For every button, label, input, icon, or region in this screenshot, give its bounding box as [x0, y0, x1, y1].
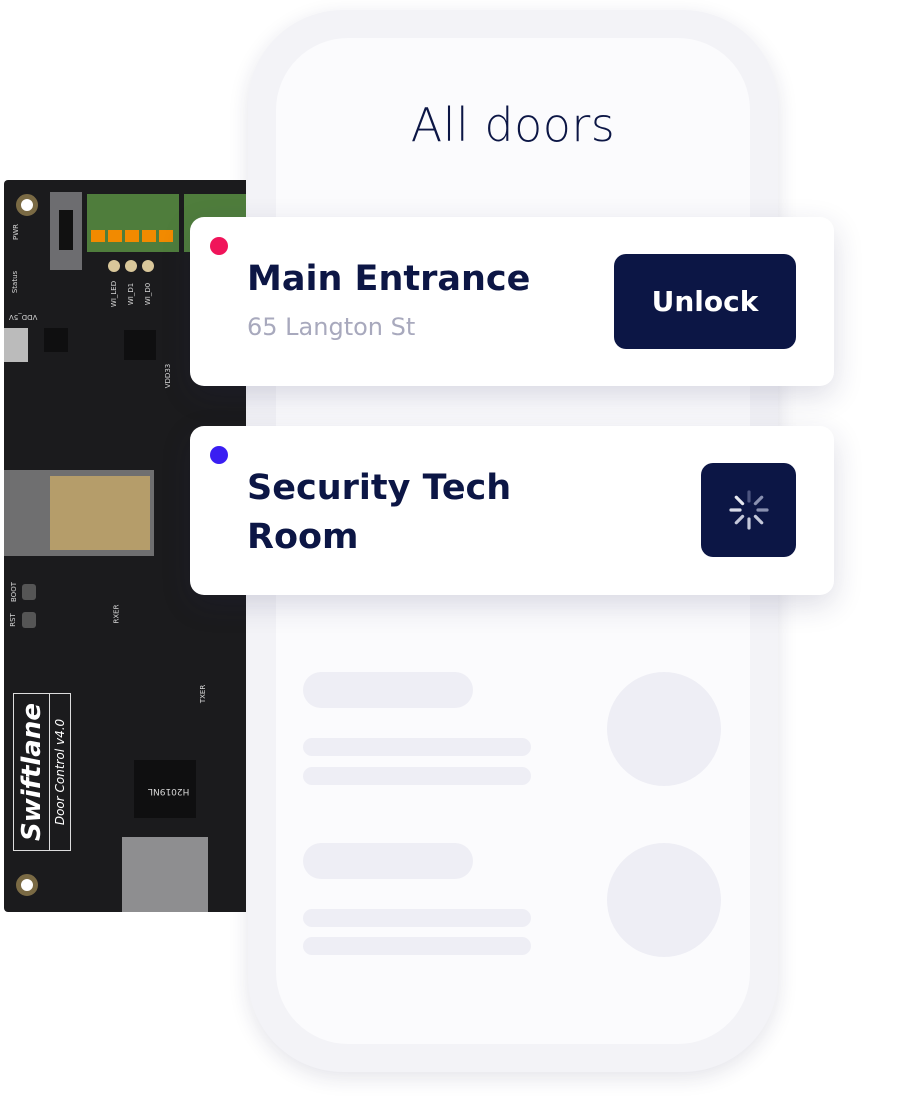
transformer-chip [134, 760, 196, 818]
chip [44, 328, 68, 352]
label-rst: RST [8, 613, 17, 627]
label-rxer: RXER [112, 604, 121, 624]
label-pwr: PWR [12, 223, 21, 241]
skeleton-line [303, 767, 531, 785]
status-dot [210, 446, 228, 464]
skeleton-title [303, 843, 473, 879]
label-txer: TXER [199, 684, 208, 704]
label-status: Status [11, 270, 20, 294]
usb-port [4, 328, 28, 362]
skeleton-button [607, 672, 721, 786]
page-title: All doors [410, 98, 616, 152]
status-dot [210, 237, 228, 255]
door-card-main-entrance[interactable]: Main Entrance 65 Langton St Unlock [190, 217, 834, 386]
skeleton-line [303, 909, 531, 927]
door-name-line1: Security Tech [247, 468, 512, 508]
led [125, 260, 137, 272]
door-address: 65 Langton St [247, 313, 416, 341]
label-wi-d1: WI_D1 [127, 282, 136, 306]
unlock-button-loading[interactable] [701, 463, 796, 557]
terminal-block [87, 194, 179, 252]
brand-label: Swiftlane Door Control v4.0 [13, 693, 71, 851]
skeleton-title [303, 672, 473, 708]
label-vdd-5v: VDD_5V [9, 313, 38, 321]
label-wi-led: WI_LED [110, 280, 119, 308]
label-h2019nl: H2019NL [148, 786, 190, 796]
mount-hole [16, 194, 38, 216]
label-boot: BOOT [9, 582, 18, 602]
unlock-button[interactable]: Unlock [614, 254, 796, 349]
spinner-icon [728, 490, 769, 530]
reset-button [22, 612, 36, 628]
brand-name: Swiftlane [16, 703, 47, 841]
skeleton-button [607, 843, 721, 957]
power-switch [50, 192, 82, 270]
regulator [124, 330, 156, 360]
model-name: Door Control v4.0 [53, 718, 67, 826]
mount-hole [16, 874, 38, 896]
skeleton-line [303, 937, 531, 955]
wifi-module [4, 470, 154, 556]
skeleton-line [303, 738, 531, 756]
door-name-line2: Room [247, 517, 359, 557]
led [142, 260, 154, 272]
ethernet-port [122, 837, 208, 912]
label-vdd33: VDD33 [164, 363, 173, 389]
led [108, 260, 120, 272]
door-card-security-tech-room[interactable]: Security Tech Room [190, 426, 834, 595]
door-name: Main Entrance [247, 259, 531, 299]
label-wi-d0: WI_D0 [144, 282, 153, 306]
boot-button [22, 584, 36, 600]
